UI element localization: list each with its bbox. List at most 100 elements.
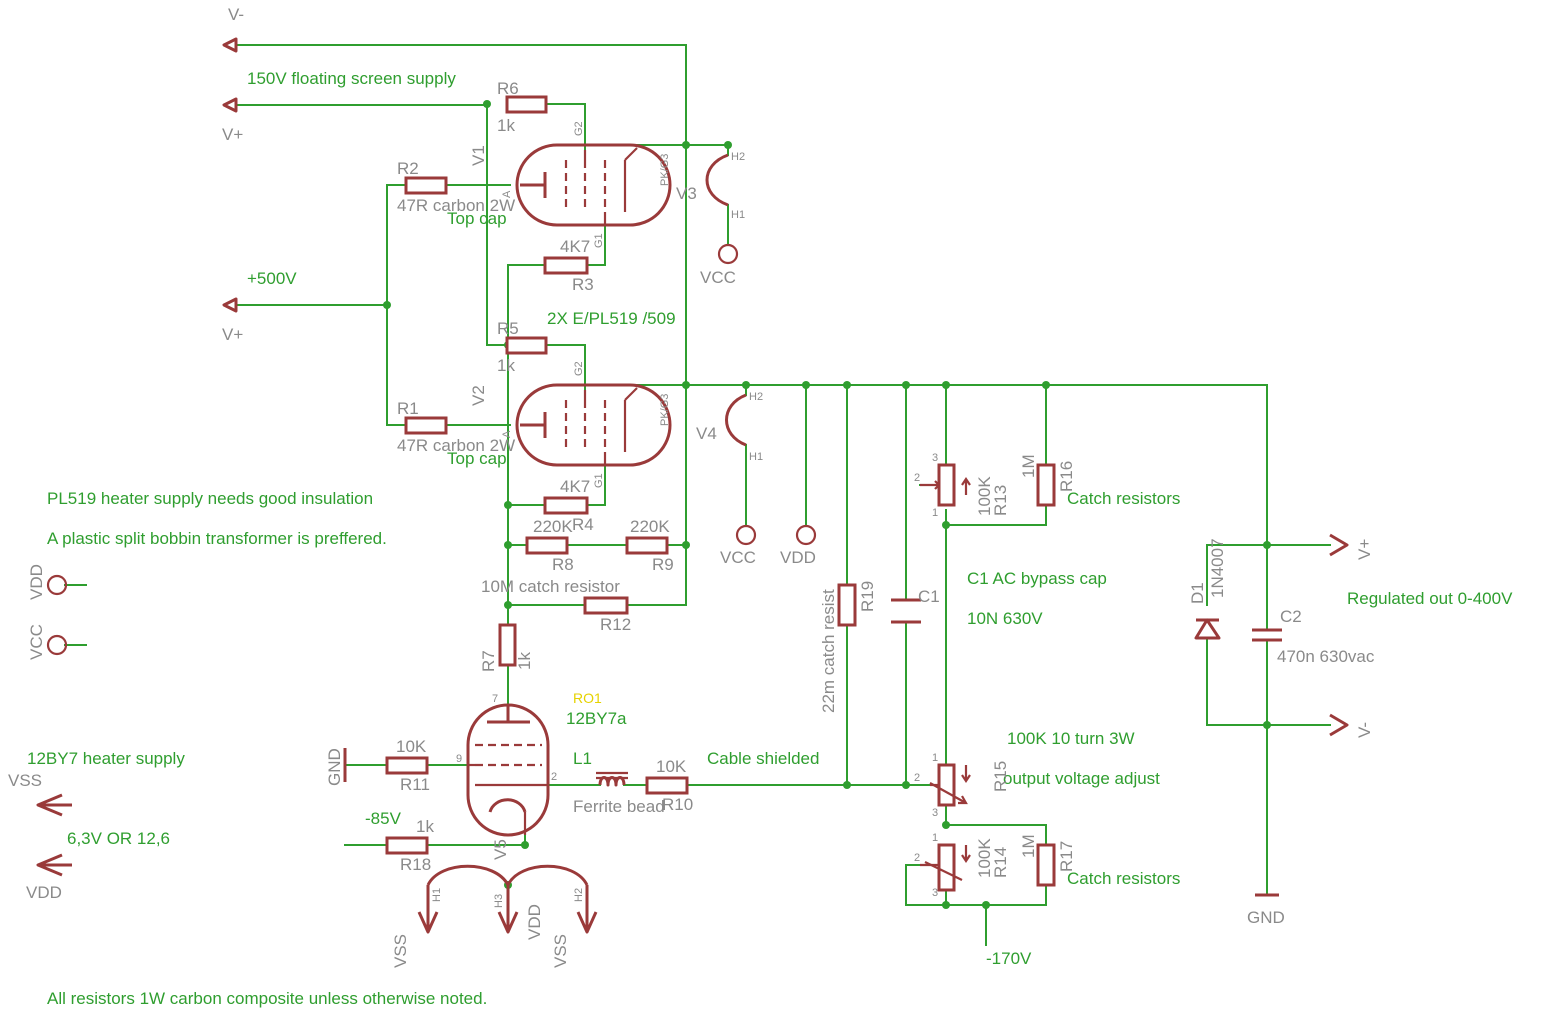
- note-c1-bypass: C1 AC bypass cap: [967, 569, 1107, 588]
- label-d1: D1: [1188, 582, 1207, 604]
- resistor-r16: [1036, 463, 1056, 507]
- label-vdd-v4: VDD: [780, 548, 816, 567]
- pin-2-r14: 2: [914, 852, 920, 864]
- label-r5: R5: [497, 319, 519, 338]
- heater-v3: [705, 153, 729, 207]
- value-r9: 220K: [630, 517, 670, 536]
- value-r4: 4K7: [560, 477, 590, 496]
- pin-pkg3-v2: PK/G3: [659, 394, 671, 426]
- value-r18: 1k: [416, 817, 434, 836]
- capacitor-c1: [891, 598, 921, 624]
- value-r1: 47R carbon 2W: [397, 436, 515, 455]
- note-catch-bottom: Catch resistors: [1067, 869, 1180, 888]
- pin-2-r15: 2: [914, 772, 920, 784]
- value-l1: Ferrite bead: [573, 797, 665, 816]
- label-out-vminus: V-: [1355, 722, 1374, 738]
- vdd-left-arrow: [36, 853, 72, 877]
- label-r8: R8: [552, 555, 574, 574]
- label-r6: R6: [497, 79, 519, 98]
- resistor-r18: [385, 836, 429, 855]
- label-gnd-c2: GND: [1247, 908, 1285, 927]
- label-r18: R18: [400, 855, 431, 874]
- note-bobbin: A plastic split bobbin transformer is pr…: [47, 529, 387, 548]
- note-heater-12by7: 12BY7 heater supply: [27, 749, 185, 768]
- label-r11: R11: [400, 775, 430, 794]
- value-r8: 220K: [533, 517, 573, 536]
- pin-2-r13: 2: [914, 472, 920, 484]
- pin-h1-v5: H1: [431, 888, 443, 902]
- value-r16: 1M: [1019, 454, 1038, 478]
- pin-2-v5: 2: [551, 771, 557, 783]
- note-minus85: -85V: [365, 809, 402, 828]
- pin-h2-v5: H2: [573, 888, 585, 902]
- out-vplus-arrow: [1329, 533, 1349, 557]
- label-c2: C2: [1280, 607, 1302, 626]
- value-r14: 100K: [975, 838, 994, 878]
- value-d1: 1N4007: [1208, 538, 1227, 598]
- resistor-r1: [404, 416, 448, 435]
- pin-3-r14: 3: [932, 887, 938, 899]
- pin-h1-v4: H1: [749, 451, 763, 463]
- vcc-v4-pad: [735, 524, 757, 546]
- value-r17: 1M: [1019, 834, 1038, 858]
- note-pot-desc: 100K 10 turn 3W: [1007, 729, 1135, 748]
- label-v4: V4: [696, 424, 717, 443]
- pin-3-r15: 3: [932, 807, 938, 819]
- value-r2: 47R carbon 2W: [397, 196, 515, 215]
- tube-v2: [515, 383, 672, 467]
- pin-1-r13: 1: [932, 507, 938, 519]
- label-r2: R2: [397, 159, 419, 178]
- pin-a-v1: A: [501, 190, 513, 198]
- label-gnd-v5: GND: [325, 748, 344, 786]
- label-vss-h2: VSS: [551, 934, 570, 968]
- resistor-r7: [498, 623, 517, 667]
- pin-pkg3-v1: PK/G3: [659, 154, 671, 186]
- label-vdd-legend: VDD: [27, 564, 46, 600]
- label-r14: R14: [991, 847, 1010, 878]
- pin-g2-v2: G2: [573, 361, 585, 376]
- value-r11: 10K: [396, 737, 427, 756]
- vss-left-arrow: [36, 793, 72, 817]
- pin-g1-v1: G1: [593, 233, 605, 248]
- potentiometer-r14: [920, 843, 971, 892]
- vdd-legend-pad: [46, 574, 68, 596]
- part-labels: R6 1k R5 1k R2 47R carbon 2W R1 47R carb…: [396, 79, 1375, 878]
- note-heater-insulation: PL519 heater supply needs good insulatio…: [47, 489, 373, 508]
- resistor-r11: [385, 756, 429, 775]
- label-r17: R17: [1057, 841, 1076, 872]
- label-r12: R12: [600, 615, 631, 634]
- label-r4: R4: [572, 515, 594, 534]
- resistor-r17: [1036, 843, 1056, 887]
- capacitor-c2: [1252, 628, 1282, 642]
- resistor-r8: [525, 536, 569, 555]
- label-r7: R7: [479, 650, 498, 672]
- label-v5: V5: [491, 839, 510, 860]
- label-vplus-1: V+: [222, 125, 243, 144]
- value-r13: 100K: [975, 476, 994, 516]
- resistor-r3: [543, 256, 589, 275]
- label-r16: R16: [1057, 461, 1076, 492]
- note-pot-fn: output voltage adjust: [1003, 769, 1160, 788]
- label-r10: R10: [662, 795, 693, 814]
- value-r10: 10K: [656, 757, 687, 776]
- pin-h2-v4: H2: [749, 391, 763, 403]
- resistor-r2: [404, 176, 448, 195]
- vdd-h3-arrow: [497, 885, 519, 934]
- label-vdd-left: VDD: [26, 883, 62, 902]
- label-vcc-legend: VCC: [27, 624, 46, 660]
- label-vcc-v4: VCC: [720, 548, 756, 567]
- note-minus170: -170V: [986, 949, 1032, 968]
- potentiometer-r13: [920, 463, 971, 507]
- heater-v4: [725, 393, 747, 447]
- pin-3-r13: 3: [932, 452, 938, 464]
- pin-9-v5: 9: [456, 753, 462, 765]
- vdd-v4-pad: [795, 524, 817, 546]
- label-c1: C1: [918, 587, 940, 606]
- value-v5: 12BY7a: [566, 709, 627, 728]
- label-l1: L1: [573, 749, 592, 768]
- value-r6: 1k: [497, 116, 515, 135]
- diode-d1: [1194, 618, 1221, 640]
- label-vplus-2: V+: [222, 325, 243, 344]
- resistor-r12: [583, 596, 629, 615]
- tube-v1: [515, 143, 672, 227]
